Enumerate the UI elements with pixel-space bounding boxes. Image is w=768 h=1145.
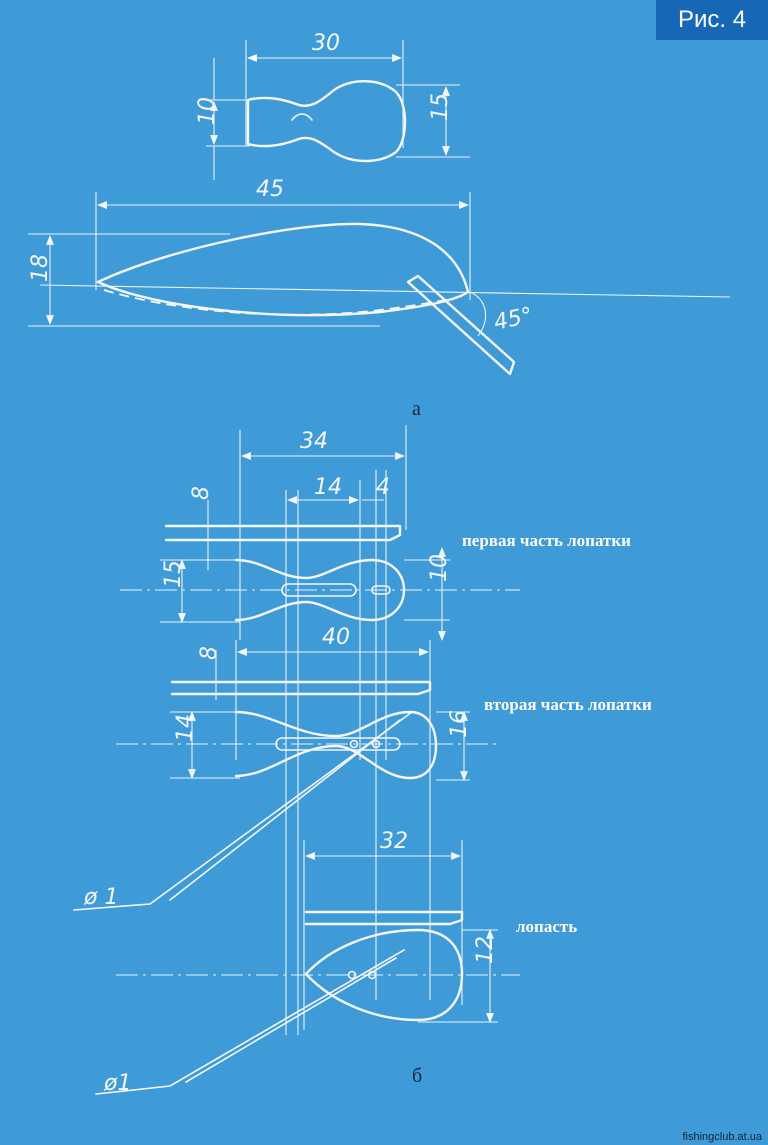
profile-upper-curve (96, 222, 470, 294)
part2-slot (275, 737, 401, 751)
watermark: fishingclub.at.ua (682, 1131, 763, 1143)
view-a-side-profile: 45 18 45° (28, 177, 731, 376)
dim-45: 45 (256, 177, 284, 202)
dim-phi1b: ø1 (103, 1071, 131, 1096)
part1-group: 34 14 4 8 15 10 (120, 429, 520, 641)
dim-14b: 14 (173, 714, 198, 742)
view-a-top-paddle: 30 10 15 (195, 31, 470, 180)
dim-16: 16 (447, 710, 472, 738)
dim-8b: 8 (197, 646, 222, 660)
profile-dashed-line (103, 289, 463, 316)
part1-slot (281, 583, 357, 597)
dim-15b: 15 (161, 560, 186, 588)
label-part1: первая часть лопатки (462, 531, 631, 550)
part2-wire (73, 711, 413, 911)
dim-32: 32 (380, 829, 408, 854)
sublabel-b: б (412, 1065, 422, 1087)
dim-12: 12 (473, 936, 498, 964)
blade-side-view (304, 910, 464, 926)
part2-plan-view (234, 710, 438, 780)
part1-side-view (164, 524, 402, 542)
blade-plan-view (304, 928, 464, 1022)
dim-10b: 10 (427, 554, 452, 582)
dim-18: 18 (28, 254, 53, 282)
part2-group: 40 8 14 16 ø 1 (73, 625, 500, 911)
dim-45-deg: 45° (492, 303, 535, 336)
sublabel-a: а (412, 398, 421, 420)
lip-plate (406, 274, 516, 376)
dim-30: 30 (312, 31, 340, 56)
dim-phi1a: ø 1 (83, 885, 118, 910)
paddle-top-neck (291, 113, 313, 121)
dim-40: 40 (322, 625, 350, 650)
paddle-top-outline (246, 80, 407, 163)
figure-label: Рис. 4 (656, 0, 768, 40)
dim-15: 15 (428, 93, 453, 121)
label-blade: лопасть (516, 917, 577, 936)
blade-wire (95, 949, 405, 1095)
label-part2: вторая часть лопатки (484, 695, 652, 714)
dim-8a: 8 (189, 486, 214, 500)
dim-34: 34 (300, 429, 328, 454)
dim-10: 10 (195, 97, 220, 125)
dim-4: 4 (376, 475, 390, 500)
blade-group: 32 12 ø1 (95, 829, 520, 1096)
part2-side-view (170, 680, 432, 696)
dim-14: 14 (314, 475, 342, 500)
